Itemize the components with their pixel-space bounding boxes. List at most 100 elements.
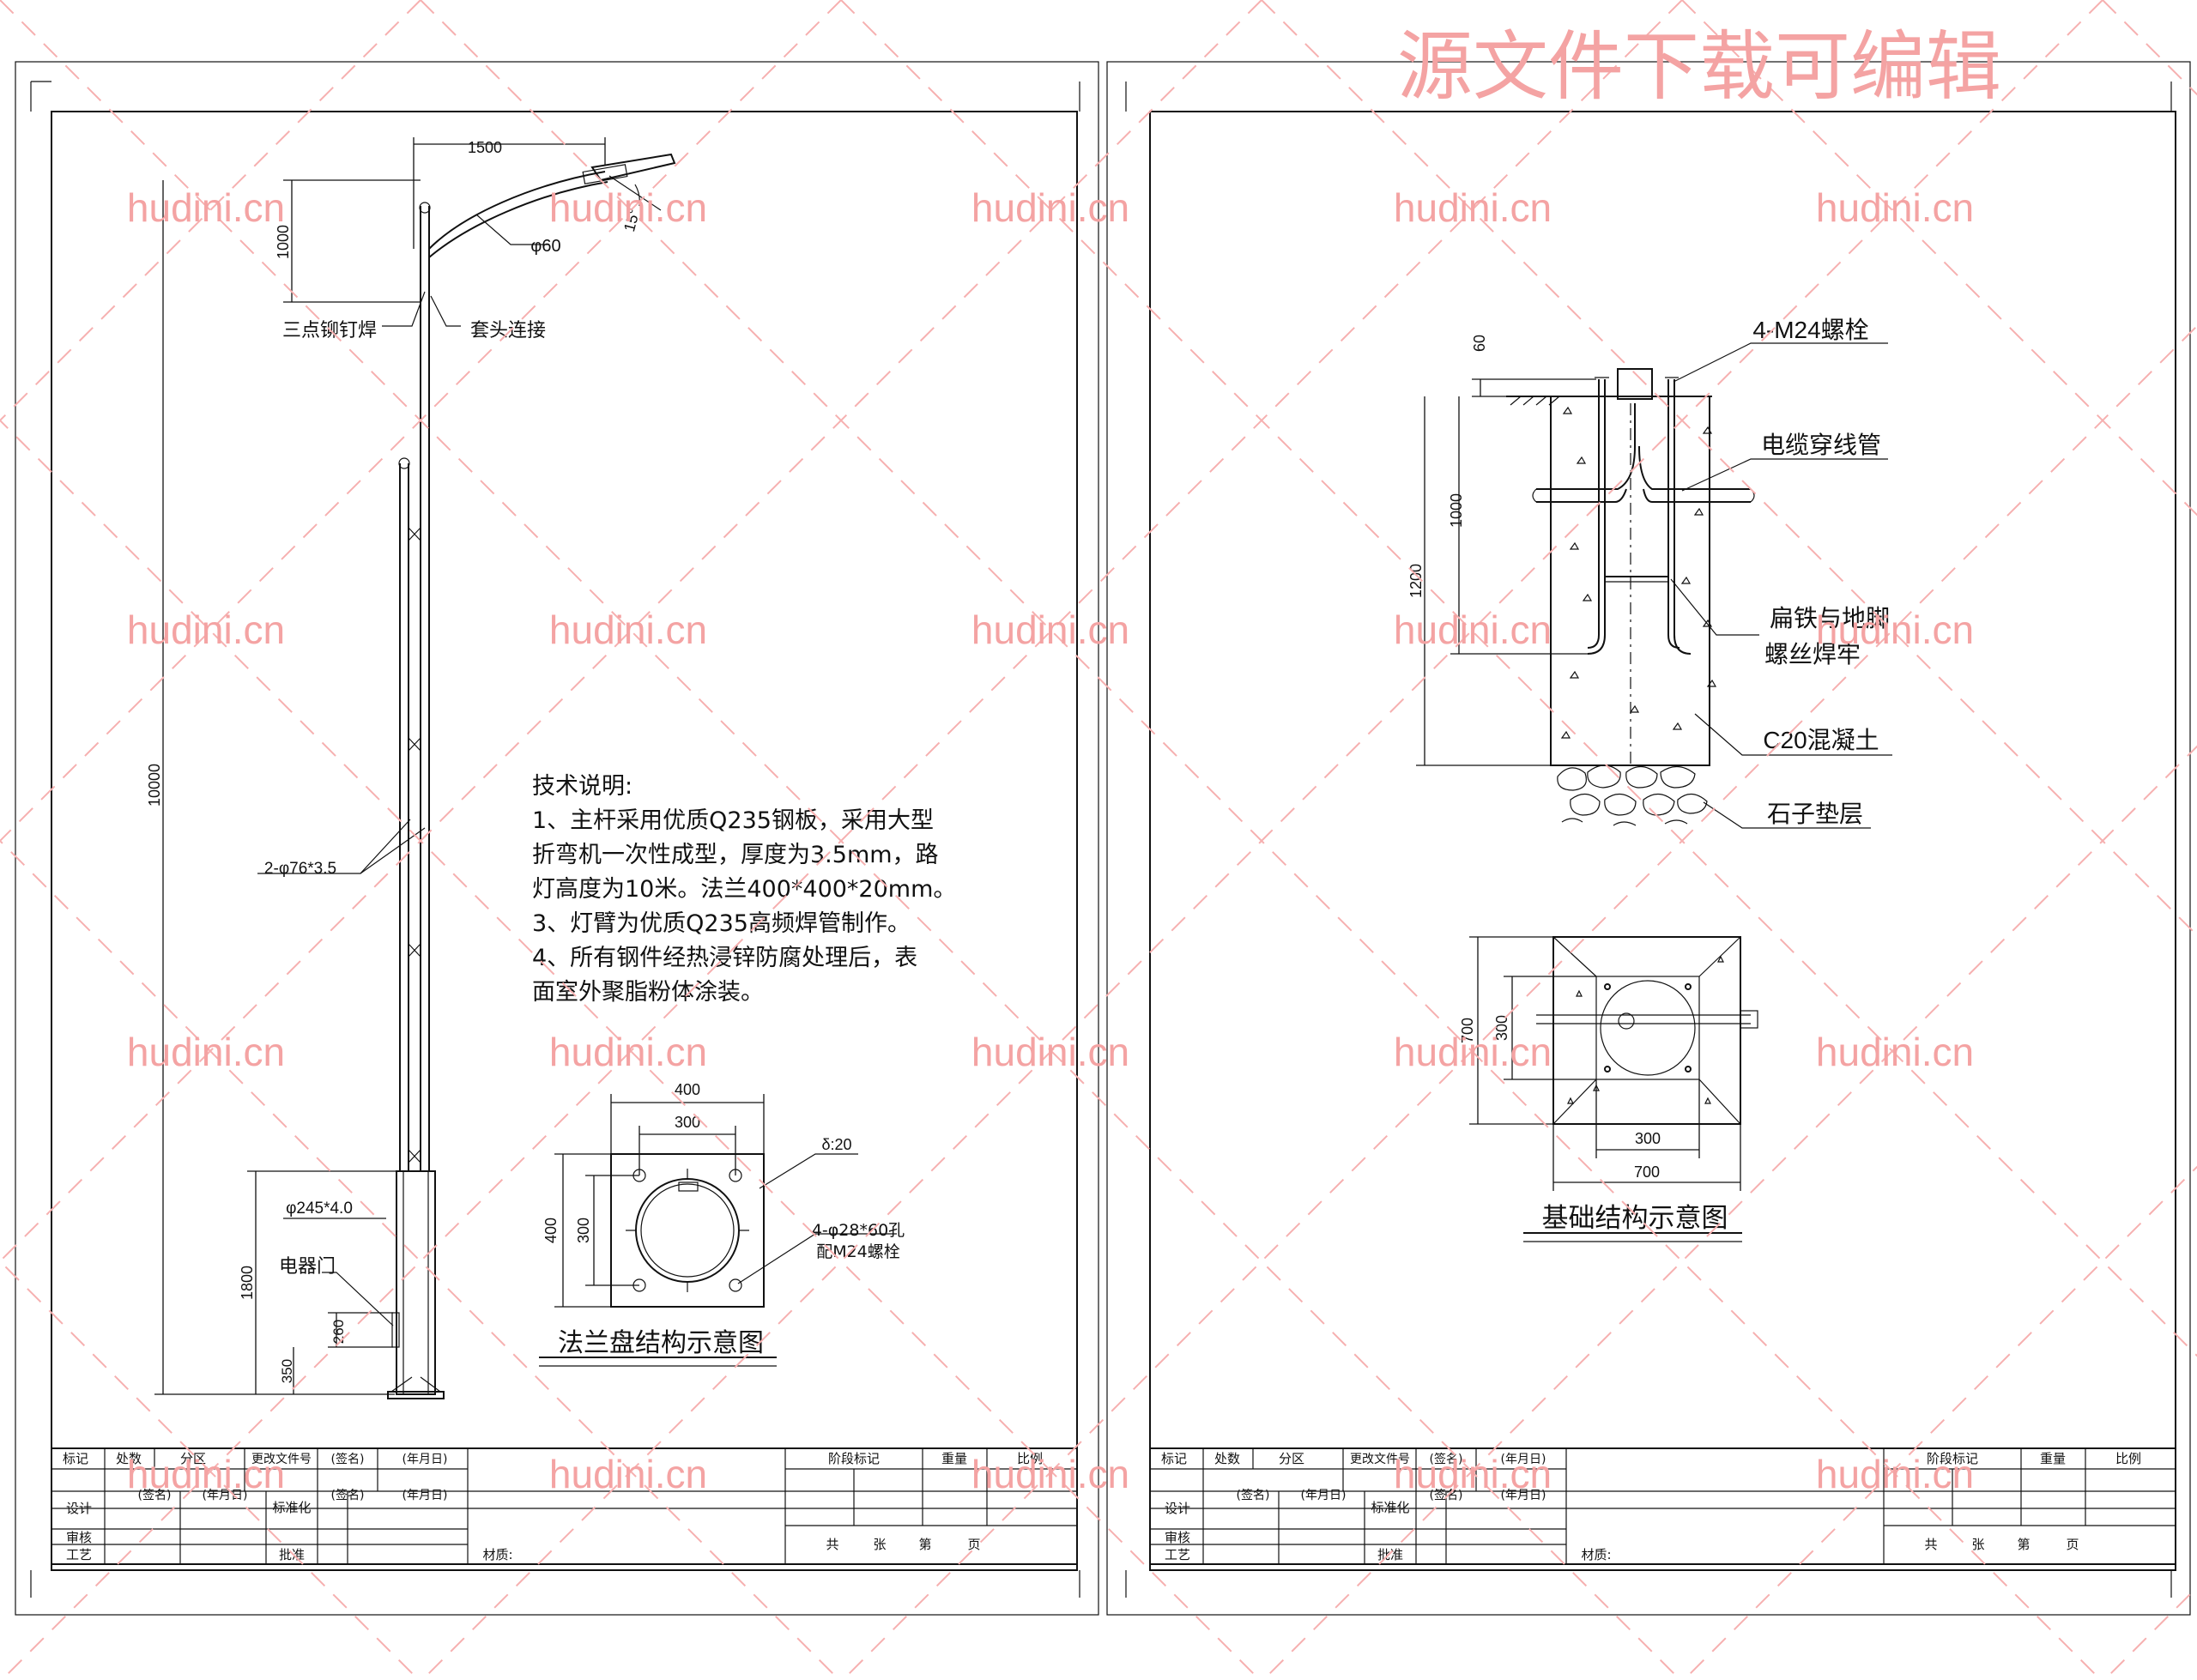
- notes-line: 3、灯臂为优质Q235高频焊管制作。: [532, 910, 911, 937]
- foundation-plan: [1469, 936, 1758, 1242]
- notes-line: 折弯机一次性成型，厚度为3.5mm，路: [532, 842, 939, 868]
- dim-door-height: 260: [330, 1320, 347, 1344]
- watermark-site-text: hudini.cn: [127, 1452, 285, 1496]
- title-block-left: [51, 1447, 1078, 1565]
- tb-number: 第: [2017, 1537, 2030, 1552]
- dim-plan-outer-bottom: 700: [1634, 1163, 1660, 1181]
- title-block-right: [1149, 1447, 2176, 1565]
- tb-number: 第: [918, 1537, 931, 1552]
- tb-date: (年月日): [402, 1453, 448, 1466]
- tb-design: 设计: [1165, 1501, 1190, 1516]
- tb-design: 设计: [66, 1501, 92, 1516]
- watermark-dash-line: [1, 0, 1683, 1680]
- label-flatbar-weld: 扁铁与地脚: [1770, 604, 1890, 632]
- watermark-banner: 源文件下载可编辑: [1397, 24, 2001, 109]
- tb-approve: 批准: [1377, 1547, 1403, 1562]
- notes-line: 面室外聚脂粉体涂装。: [532, 979, 764, 1006]
- title-block-left-text: 标记 处数 分区 更改文件号 (签名) (年月日) 设计 (签名) (年月日) …: [63, 1451, 1043, 1562]
- watermark-dash-line: [0, 419, 1261, 1680]
- dim-plan-inner-side: 300: [1493, 1015, 1510, 1041]
- dim-flange-outer: 400: [675, 1081, 700, 1098]
- tb-total: 共: [1924, 1537, 1937, 1552]
- tb-page: 页: [2066, 1537, 2079, 1552]
- watermark-site-text: hudini.cn: [127, 185, 285, 230]
- watermark-site-text: hudini.cn: [1816, 1030, 1974, 1074]
- watermark-dash-line: [0, 0, 1262, 1263]
- label-gravel: 石子垫层: [1767, 800, 1863, 828]
- watermark-dash-line: [0, 0, 421, 422]
- watermark-dash-line: [421, 0, 2103, 1680]
- tb-material: 材质:: [1581, 1547, 1611, 1562]
- dim-flange-side-inner: 300: [575, 1218, 592, 1243]
- dim-flange-bolt-span: 300: [675, 1114, 700, 1131]
- tb-review: 审核: [66, 1530, 92, 1545]
- watermark-site-text: hudini.cn: [971, 1452, 1129, 1496]
- tb-stage: 阶段标记: [828, 1451, 880, 1466]
- tb-sheet: 张: [1971, 1537, 1984, 1552]
- tb-scale: 比例: [1017, 1451, 1043, 1466]
- tb-weight: 重量: [941, 1451, 967, 1466]
- tb-std-date: (年月日): [1501, 1489, 1546, 1502]
- label-upper-tube: 2-φ76*3.5: [264, 860, 336, 878]
- watermark-dash-line: [420, 0, 2102, 1680]
- watermark-dash-line: [842, 324, 2197, 1680]
- watermark-site-text: hudini.cn: [127, 607, 285, 652]
- watermark-dash-line: [0, 0, 842, 843]
- technical-notes: 技术说明: 1、主杆采用优质Q235钢板，采用大型 折弯机一次性成型，厚度为3.…: [532, 773, 956, 1006]
- watermark-dash-line: [1683, 1165, 2197, 1680]
- watermark-site-text: hudini.cn: [549, 607, 707, 652]
- gravel-layer: [1557, 764, 1708, 826]
- watermark-site-text: hudini.cn: [1816, 1452, 1974, 1496]
- tb-std-sign: (签名): [331, 1488, 365, 1502]
- watermark-dash-line: [1262, 745, 2197, 1680]
- tb-design-sign: (签名): [1237, 1488, 1270, 1502]
- watermark-site-text: hudini.cn: [549, 1030, 707, 1074]
- label-bolt-weld: 螺丝焊牢: [1764, 640, 1861, 668]
- tb-std-date: (年月日): [402, 1489, 448, 1502]
- watermark-dash-line: [840, 0, 2197, 1357]
- watermark-site-text: hudini.cn: [1394, 607, 1552, 652]
- watermark-site-text: hudini.cn: [127, 1030, 285, 1074]
- tb-material: 材质:: [482, 1547, 512, 1562]
- tb-mark: 标记: [63, 1451, 88, 1466]
- watermark-dash-line: [1681, 0, 2197, 517]
- notes-title: 技术说明:: [532, 773, 632, 800]
- tb-craft: 工艺: [1165, 1547, 1190, 1562]
- dim-door-base: 350: [279, 1359, 295, 1383]
- tie-bars: [408, 527, 421, 1163]
- dim-foundation-top: 60: [1471, 335, 1488, 352]
- tb-standardize: 标准化: [272, 1500, 311, 1515]
- caption-foundation: 基础结构示意图: [1542, 1203, 1728, 1234]
- watermark-site-text: hudini.cn: [1394, 1030, 1552, 1074]
- tb-page: 页: [967, 1537, 980, 1552]
- tb-count: 处数: [1214, 1451, 1240, 1466]
- tb-mark: 标记: [1161, 1451, 1187, 1466]
- tb-sign: (签名): [331, 1452, 365, 1466]
- label-flange-holes: 4-φ28*60孔: [812, 1221, 905, 1240]
- notes-line: 1、主杆采用优质Q235钢板，采用大型: [532, 807, 934, 834]
- pole-elevation: [154, 137, 676, 1399]
- notes-line: 灯高度为10米。法兰400*400*20mm。: [532, 876, 956, 903]
- tb-scale: 比例: [2115, 1451, 2141, 1466]
- tb-count: 处数: [116, 1451, 142, 1466]
- dim-plan-outer-side: 700: [1459, 1018, 1476, 1043]
- watermark-site-text: hudini.cn: [971, 607, 1129, 652]
- dim-flange-thickness: δ:20: [821, 1136, 851, 1153]
- tb-sheet: 张: [873, 1537, 886, 1552]
- watermark-dash-line: [2102, 0, 2197, 96]
- tb-zone: 分区: [180, 1451, 206, 1466]
- dim-lower-section: 1800: [239, 1266, 256, 1300]
- tb-total: 共: [826, 1537, 838, 1552]
- tb-design-sign: (签名): [138, 1488, 172, 1502]
- tb-stage: 阶段标记: [1927, 1451, 1978, 1466]
- watermark-site-text: hudini.cn: [549, 185, 707, 230]
- tb-craft: 工艺: [66, 1547, 92, 1562]
- label-rivet-weld: 三点铆钉焊: [282, 320, 377, 341]
- label-base-tube: φ245*4.0: [286, 1200, 353, 1218]
- sheet-frames: [15, 61, 2191, 1616]
- tb-approve: 批准: [279, 1547, 305, 1562]
- notes-line: 4、所有钢件经热浸锌防腐处理后，表: [532, 945, 917, 971]
